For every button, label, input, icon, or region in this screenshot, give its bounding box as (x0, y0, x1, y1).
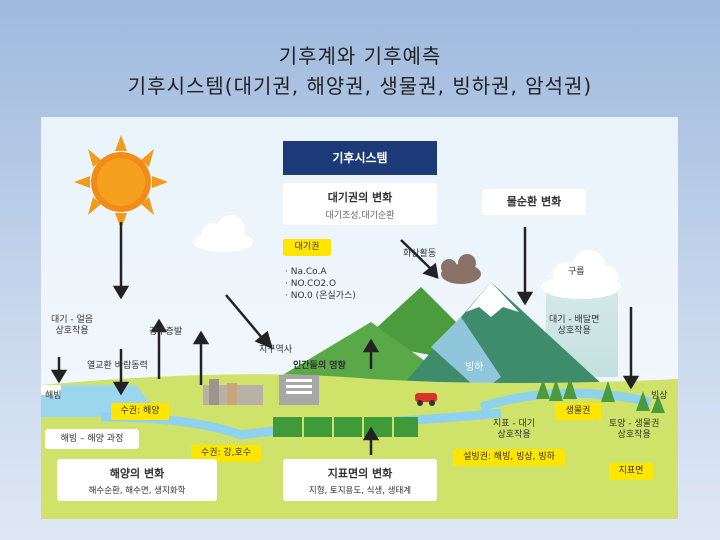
hydrosphere-ocean-tag: 수권: 해양 (111, 403, 169, 420)
earth-history-label: 지구역사 (259, 345, 293, 355)
sea-ice-left-mark (41, 385, 61, 395)
soil-bio-label: 토양 - 생물권 상호작용 (609, 419, 660, 440)
energy-arrows (50, 222, 640, 455)
air-land-label: 대기 - 배달면 상호작용 (549, 315, 600, 336)
land-surface-tag: 지표면 (609, 463, 653, 480)
sun-icon (74, 135, 168, 229)
trees-icon (536, 377, 665, 413)
ocean-change-title: 해양의 변화 (109, 467, 165, 480)
cloud-label: 구름 (568, 267, 585, 277)
biosphere-tag: 생물권 (555, 403, 601, 420)
evaporation-label: 강수증발 (149, 327, 183, 337)
gas-3: · NO.0 (온실가스) (285, 291, 356, 301)
ocean-change-sub: 해수순환, 해수면, 생지화학 (88, 486, 186, 496)
glacier-label: 빙하 (465, 362, 484, 373)
hydrosphere-river-tag: 수권: 강,호수 (191, 445, 261, 462)
gas-1: · Na.Co.A (285, 267, 327, 277)
water-cycle-box: 물순환 변화 (482, 189, 586, 215)
city-icon (203, 375, 319, 405)
heat-wind-label: 열교환 바람동력 (87, 361, 148, 371)
surface-change-box: 지표면의 변화 지형, 토지용도, 식생, 생태계 (283, 459, 437, 501)
sea-ice-right-label: 빙상 (651, 391, 668, 401)
atmosphere-change-sub: 대기조성,대기순환 (325, 211, 395, 221)
gas-2: · NO.CO2.O (285, 279, 337, 289)
sea-ice-left-label: 해빙 (45, 391, 62, 401)
ice-ocean-process-box: 해빙 – 해양 과정 (45, 429, 139, 449)
glacier (431, 317, 501, 392)
atmosphere-change-title: 대기권의 변화 (327, 191, 393, 204)
slide-subtitle: 기후시스템(대기권, 해양권, 생물권, 빙하권, 암석권) (127, 74, 593, 98)
land-air-label: 지표 - 대기 상호작용 (493, 419, 536, 440)
atmosphere-change-box: 대기권의 변화 대기조성,대기순환 (283, 183, 437, 225)
cloud-icon (193, 215, 253, 252)
ocean-change-box: 해양의 변화 해수순환, 해수면, 생지화학 (57, 459, 217, 501)
volcano-label: 화산활동 (403, 249, 437, 259)
atmosphere-tag: 대기권 (283, 239, 331, 256)
air-ice-label: 대기 - 얼음 상호작용 (51, 315, 94, 336)
surface-change-sub: 지형, 토지용도, 식생, 생태계 (308, 486, 412, 496)
river-right (479, 388, 652, 412)
climate-system-diagram: 기후시스템 대기권의 변화 대기조성,대기순환 물순환 변화 대기권 · Na.… (41, 117, 678, 519)
volcano-smoke-icon (441, 254, 481, 284)
farmland (273, 417, 418, 437)
slide-title: 기후계와 기후예측 (278, 44, 442, 68)
snow-cap (466, 282, 519, 317)
climate-system-header: 기후시스템 (283, 141, 437, 175)
surface-change-title: 지표면의 변화 (327, 467, 393, 480)
cryosphere-tag: 설빙권: 해빙, 빙상, 빙하 (453, 449, 565, 466)
human-impact-label: 인간들의 영향 (293, 361, 346, 371)
car-icon (415, 393, 437, 406)
hill (271, 322, 461, 387)
